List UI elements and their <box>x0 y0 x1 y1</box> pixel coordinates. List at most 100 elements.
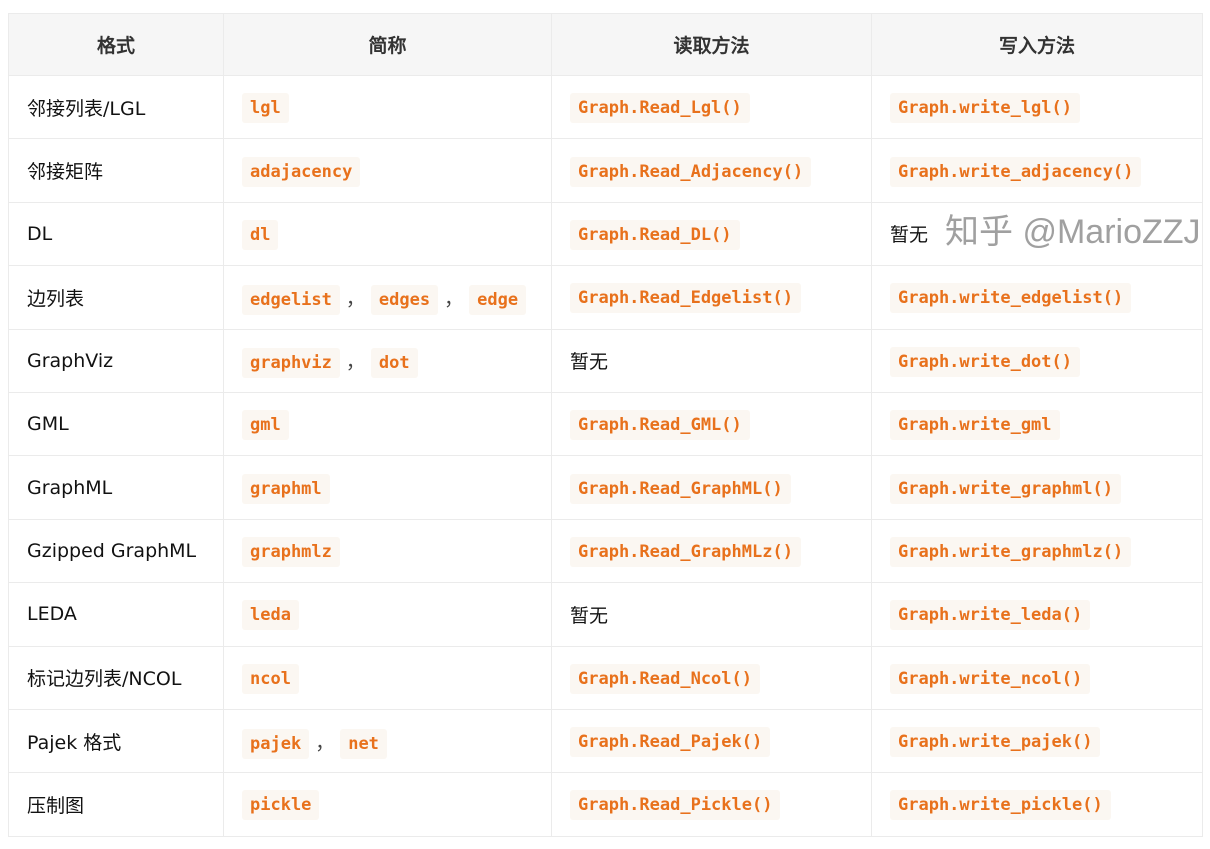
format-cell: 邻接列表/LGL <box>8 74 224 140</box>
code-snippet: edgelist <box>242 284 340 315</box>
code-snippet: Graph.write_pajek() <box>890 727 1101 758</box>
read-method-cell: Graph.Read_GML() <box>551 391 872 457</box>
write-method-cell: Graph.write_lgl() <box>871 74 1203 140</box>
write-method-cell: Graph.write_pickle() <box>871 772 1203 837</box>
plain-text: GraphML <box>27 476 113 499</box>
plain-text: 压制图 <box>27 794 85 817</box>
write-method-cell: Graph.write_graphml() <box>871 455 1203 520</box>
code-snippet: lgl <box>242 93 289 124</box>
code-snippet: Graph.Read_GraphMLz() <box>570 536 801 567</box>
write-method-cell: Graph.write_graphmlz() <box>871 518 1203 584</box>
code-snippet: Graph.write_dot() <box>890 346 1080 377</box>
write-method-cell: 暂无 <box>871 201 1203 267</box>
read-method-cell: Graph.Read_GraphMLz() <box>551 518 872 584</box>
code-snippet: Graph.write_pickle() <box>890 790 1111 821</box>
format-cell: Pajek 格式 <box>8 708 224 774</box>
table-row: 邻接矩阵 adajacency Graph.Read_Adjacency() Grap… <box>8 138 1203 203</box>
format-cell: LEDA <box>8 582 224 647</box>
plain-text: Pajek 格式 <box>27 731 122 754</box>
plain-text: 边列表 <box>27 287 85 310</box>
code-snippet: graphviz <box>242 348 340 379</box>
code-snippet: Graph.Read_Pickle() <box>570 790 781 821</box>
plain-text: 暂无 <box>570 351 609 374</box>
header-format: 格式 <box>8 13 224 76</box>
read-method-cell: Graph.Read_Lgl() <box>551 74 872 140</box>
write-method-cell: Graph.write_leda() <box>871 582 1203 647</box>
read-method-cell: Graph.Read_Edgelist() <box>551 265 872 330</box>
header-write-method: 写入方法 <box>871 13 1203 76</box>
code-snippet: Graph.Read_Edgelist() <box>570 283 801 314</box>
read-method-cell: Graph.Read_Pajek() <box>551 708 872 774</box>
separator: ， <box>345 351 365 374</box>
header-read-method: 读取方法 <box>551 13 872 76</box>
short-name-cell: ncol <box>223 645 552 710</box>
read-method-cell: 暂无 <box>551 328 872 393</box>
graph-formats-table: 格式 简称 读取方法 写入方法 邻接列表/LGL lgl Graph.Read_Lg… <box>8 13 1203 837</box>
read-method-cell: Graph.Read_Adjacency() <box>551 138 872 203</box>
table-header-row: 格式 简称 读取方法 写入方法 <box>8 13 1203 76</box>
plain-text: DL <box>27 222 53 245</box>
code-snippet: Graph.Read_Pajek() <box>570 727 771 758</box>
format-cell: DL <box>8 201 224 267</box>
read-method-cell: Graph.Read_GraphML() <box>551 455 872 520</box>
plain-text: 暂无 <box>890 224 929 247</box>
separator: ， <box>315 731 335 754</box>
table-row: 邻接列表/LGL lgl Graph.Read_Lgl() Graph.write_l… <box>8 74 1203 140</box>
short-name-cell: adajacency <box>223 138 552 203</box>
code-snippet: edges <box>370 284 439 315</box>
code-snippet: Graph.write_gml <box>890 410 1060 441</box>
short-name-cell: dl <box>223 201 552 267</box>
format-cell: 邻接矩阵 <box>8 138 224 203</box>
format-cell: GraphViz <box>8 328 224 393</box>
format-cell: GraphML <box>8 455 224 520</box>
table-row: Gzipped GraphML graphmlz Graph.Read_GraphM… <box>8 518 1203 584</box>
code-snippet: pickle <box>242 790 320 821</box>
format-cell: 压制图 <box>8 772 224 837</box>
read-method-cell: Graph.Read_DL() <box>551 201 872 267</box>
code-snippet: Graph.write_graphml() <box>890 473 1121 504</box>
table-row: GraphML graphml Graph.Read_GraphML() Graph.… <box>8 455 1203 520</box>
short-name-cell: graphmlz <box>223 518 552 584</box>
header-short-name: 简称 <box>223 13 552 76</box>
table-row: 压制图 pickle Graph.Read_Pickle() Graph.write_… <box>8 772 1203 837</box>
write-method-cell: Graph.write_ncol() <box>871 645 1203 710</box>
read-method-cell: 暂无 <box>551 582 872 647</box>
short-name-cell: leda <box>223 582 552 647</box>
code-snippet: Graph.write_lgl() <box>890 93 1080 124</box>
short-name-cell: edgelist，edges，edge <box>223 265 552 330</box>
code-snippet: net <box>340 728 387 759</box>
code-snippet: Graph.Read_GML() <box>570 410 750 441</box>
short-name-cell: graphviz，dot <box>223 328 552 393</box>
code-snippet: Graph.Read_Lgl() <box>570 93 750 124</box>
code-snippet: pajek <box>242 728 310 759</box>
plain-text: GML <box>27 413 69 436</box>
code-snippet: ncol <box>242 663 299 694</box>
code-snippet: edge <box>469 284 527 315</box>
plain-text: Gzipped GraphML <box>27 539 197 562</box>
code-snippet: graphml <box>242 473 330 504</box>
plain-text: GraphViz <box>27 349 114 372</box>
code-snippet: dot <box>370 348 418 379</box>
table-row: Pajek 格式 pajek，net Graph.Read_Pajek() Graph… <box>8 708 1203 774</box>
code-snippet: Graph.Read_Ncol() <box>570 663 760 694</box>
write-method-cell: Graph.write_adjacency() <box>871 138 1203 203</box>
format-cell: GML <box>8 391 224 457</box>
code-snippet: Graph.write_adjacency() <box>890 156 1142 187</box>
plain-text: 邻接矩阵 <box>27 161 104 184</box>
read-method-cell: Graph.Read_Ncol() <box>551 645 872 710</box>
table-row: GraphViz graphviz，dot 暂无 Graph.write_dot() <box>8 328 1203 393</box>
code-snippet: Graph.Read_Adjacency() <box>570 156 812 187</box>
write-method-cell: Graph.write_edgelist() <box>871 265 1203 330</box>
code-snippet: Graph.write_graphmlz() <box>890 536 1132 567</box>
code-snippet: dl <box>242 219 279 250</box>
separator: ， <box>444 287 464 310</box>
format-cell: 边列表 <box>8 265 224 330</box>
code-snippet: Graph.Read_DL() <box>570 219 740 250</box>
read-method-cell: Graph.Read_Pickle() <box>551 772 872 837</box>
table-row: DL dl Graph.Read_DL() 暂无 <box>8 201 1203 267</box>
plain-text: 暂无 <box>570 604 609 627</box>
